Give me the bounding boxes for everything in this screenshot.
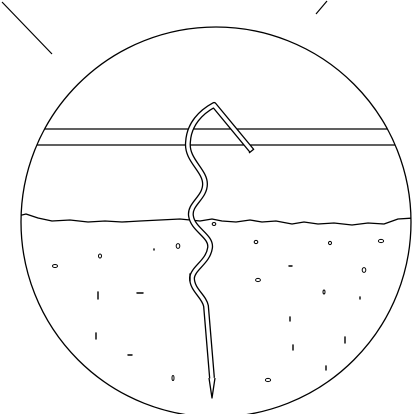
soil-specks <box>96 249 360 370</box>
soil-particle <box>378 239 383 242</box>
soil-particle <box>256 278 261 281</box>
wire-stake <box>188 105 252 378</box>
magnified-view <box>0 105 414 398</box>
left-callout-line <box>2 2 52 54</box>
soil-surface-line <box>0 214 414 225</box>
soil-particle <box>329 241 332 244</box>
soil-particle <box>176 244 180 249</box>
soil-particle <box>362 268 366 273</box>
soil-particle <box>99 254 102 258</box>
right-callout-line <box>316 1 327 14</box>
soil-particle <box>53 265 58 268</box>
soil-particles <box>53 223 384 382</box>
soil-particle <box>254 240 258 243</box>
wire-stake-inner <box>188 105 252 378</box>
wire-stake-tip <box>209 378 215 398</box>
soil-particle <box>212 223 216 226</box>
soil-particle <box>172 376 174 381</box>
soil-particle <box>323 290 325 294</box>
soil-particle <box>265 378 270 381</box>
